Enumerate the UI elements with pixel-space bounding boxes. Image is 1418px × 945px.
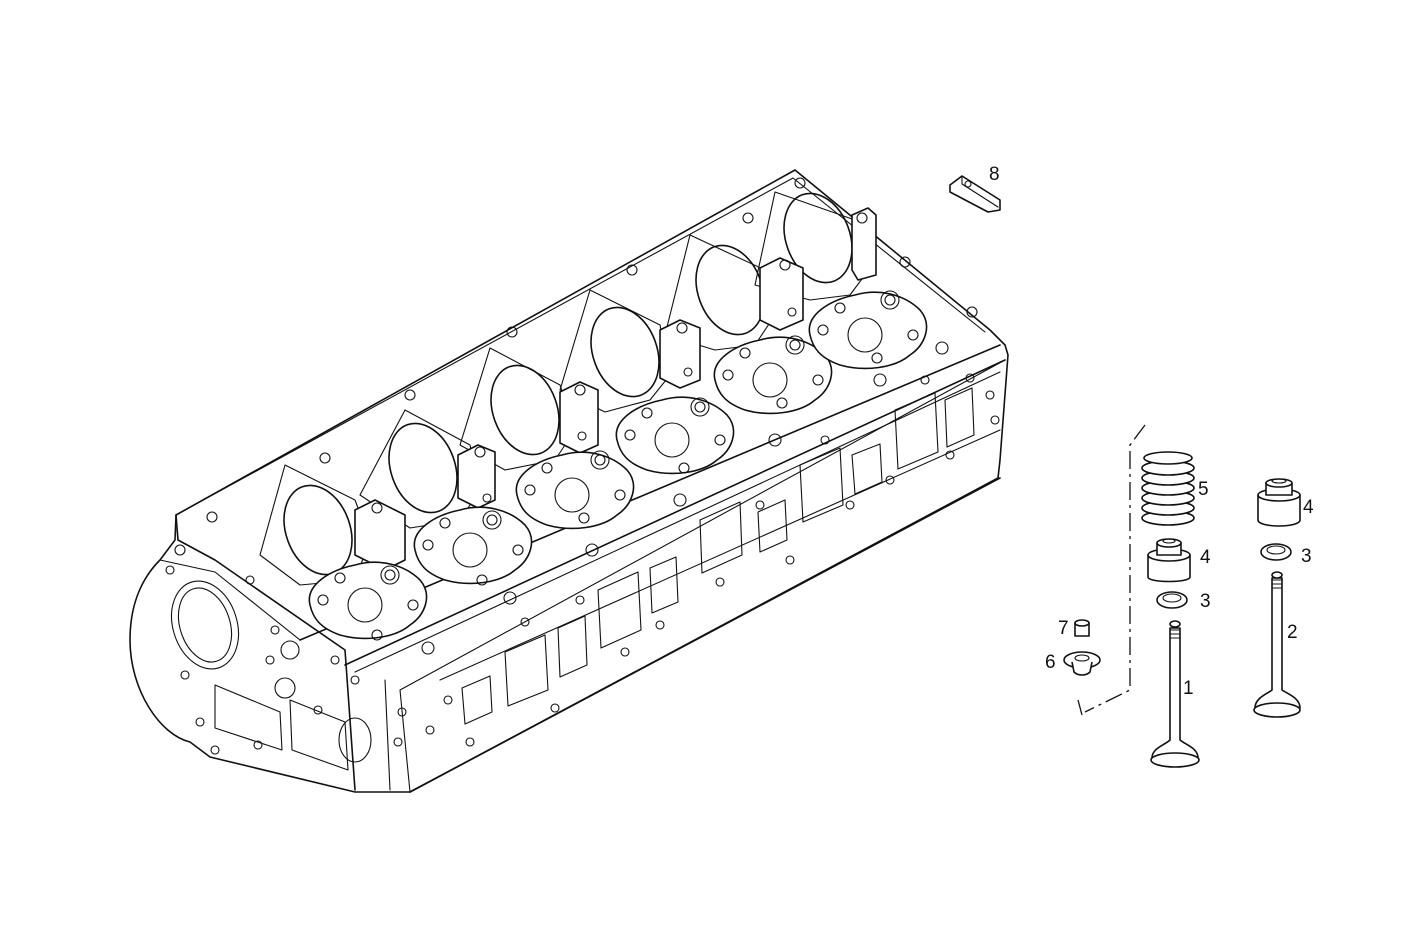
valve-seat-ring-b (1260, 543, 1292, 561)
valve-cotter (1074, 619, 1090, 637)
valve-seat-ring-a (1156, 591, 1188, 609)
cylinder-head (129, 169, 1009, 793)
callout-1: 1 (1183, 678, 1194, 699)
callout-4-a: 4 (1200, 547, 1211, 568)
valve-guide-b (1257, 478, 1301, 527)
callout-4-b: 4 (1303, 497, 1314, 518)
assembly-bracket-line (1084, 424, 1146, 713)
callout-8: 8 (989, 164, 1000, 185)
callout-5: 5 (1198, 479, 1209, 500)
valve-spring (1141, 451, 1195, 526)
callout-3-b: 3 (1301, 546, 1312, 567)
valve-exhaust (1253, 571, 1301, 718)
callout-6: 6 (1045, 652, 1056, 673)
plug-cap (949, 175, 1001, 213)
callout-2: 2 (1287, 622, 1298, 643)
valve-guide-a (1147, 538, 1191, 583)
spring-retainer (1063, 651, 1101, 676)
callout-7: 7 (1058, 618, 1069, 639)
valve-intake (1150, 620, 1200, 768)
callout-3-a: 3 (1200, 591, 1211, 612)
